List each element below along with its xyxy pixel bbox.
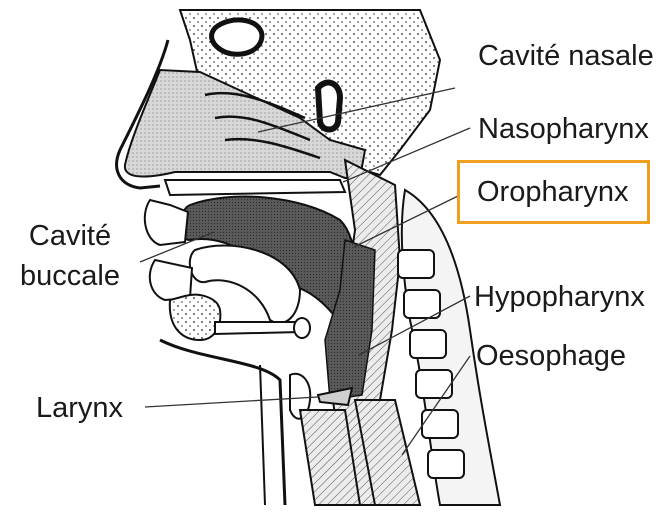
neck-inner-line	[260, 365, 265, 505]
label-nasopharynx: Nasopharynx	[478, 115, 649, 144]
label-cavite-nasale: Cavité nasale	[478, 42, 654, 71]
label-cavite-buccale-line2: buccale	[14, 262, 126, 291]
hyoid-end	[294, 318, 310, 338]
hyoid-bone	[215, 322, 300, 334]
lower-lip-teeth	[150, 260, 192, 300]
vocal-folds	[318, 388, 352, 405]
label-cavite-buccale-line1: Cavité	[20, 222, 120, 251]
mandible	[170, 295, 221, 340]
upper-lip-teeth	[145, 200, 188, 245]
neck-outline	[160, 340, 285, 505]
hard-palate	[165, 180, 345, 195]
label-oesophage: Oesophage	[476, 342, 626, 371]
label-larynx: Larynx	[36, 394, 123, 423]
label-hypopharynx: Hypopharynx	[474, 283, 645, 312]
frontal-sinus	[212, 20, 262, 54]
label-oropharynx: Oropharynx	[477, 178, 629, 207]
sphenoid-sinus	[318, 83, 340, 130]
